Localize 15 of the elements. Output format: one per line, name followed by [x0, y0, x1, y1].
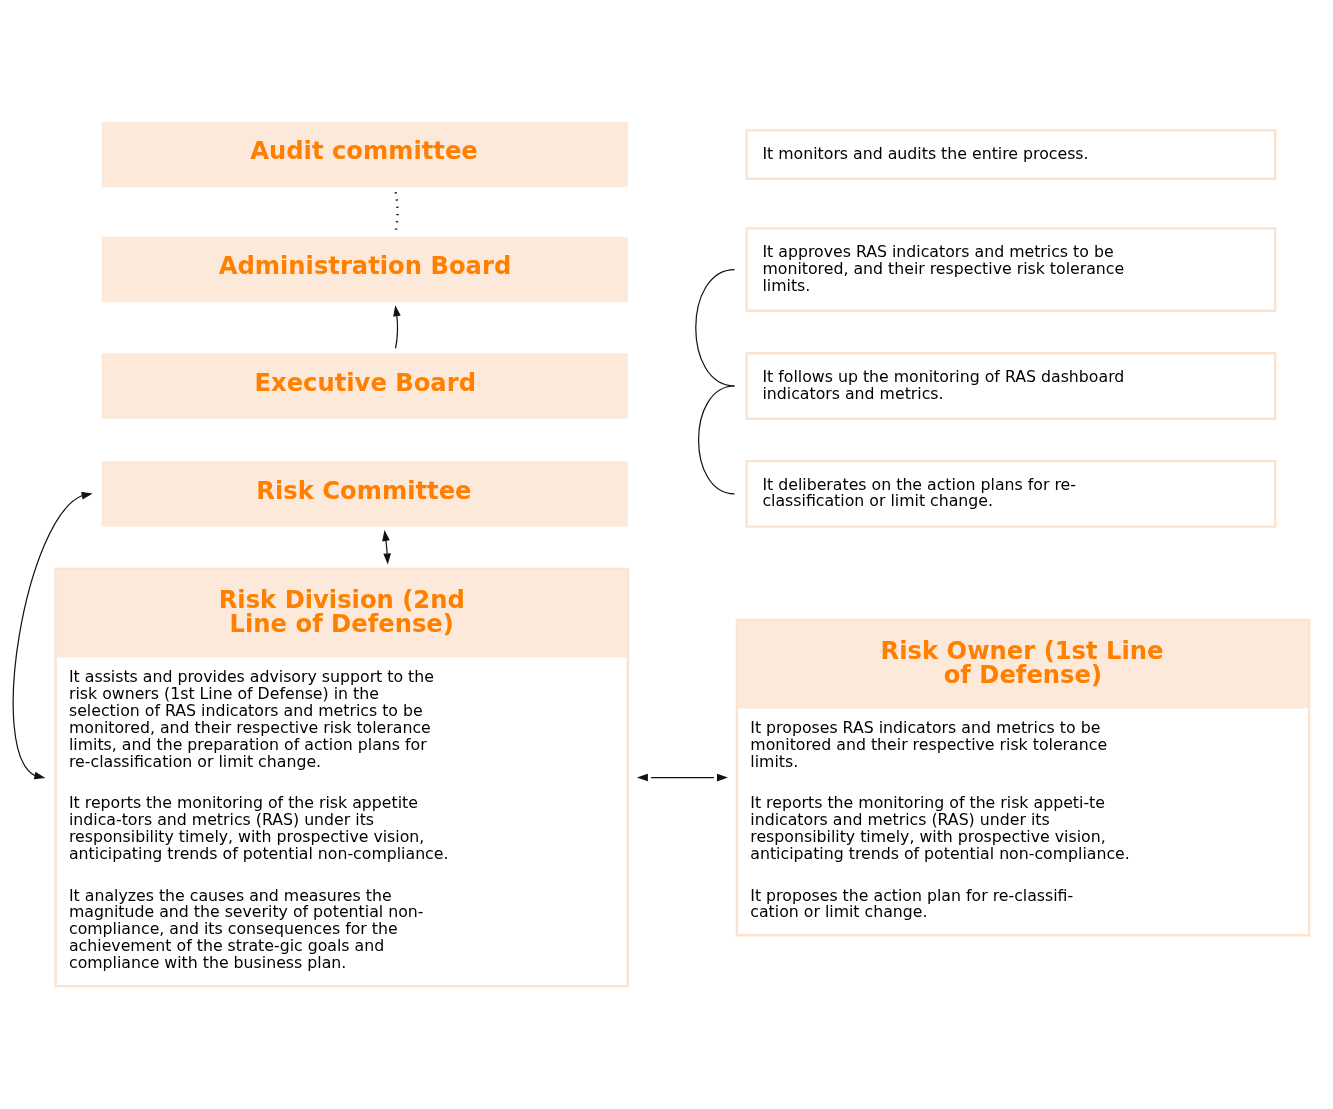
node-box: It approves RAS indicators and metrics to be monitored, and their respective risk tolerance limits. — [745, 227, 1277, 313]
node-box: Executive Board — [101, 353, 628, 419]
arrow — [382, 530, 391, 565]
node-box: It follows up the monitoring of RAS dashboard indicators and metrics. — [745, 352, 1277, 420]
arrow — [393, 305, 401, 349]
connector — [394, 192, 399, 233]
node-box: Audit committee — [101, 121, 628, 188]
arrow — [636, 773, 728, 782]
node-box: It monitors and audits the entire process. — [745, 128, 1277, 180]
connector — [697, 385, 736, 495]
connector — [695, 269, 736, 387]
node-box: Risk Committee — [101, 461, 628, 527]
arrow — [12, 491, 93, 780]
node-box: It deliberates on the action plans for re-classification or limit change. — [745, 459, 1277, 528]
node-box: Administration Board — [101, 236, 628, 303]
